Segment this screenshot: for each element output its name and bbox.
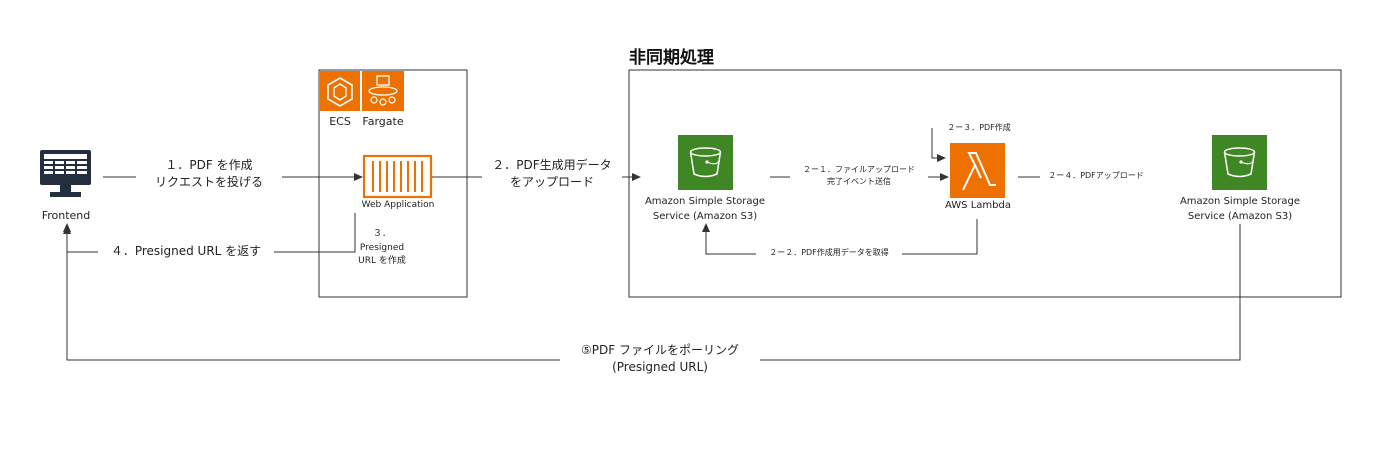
edge-label-step2-3: ２ー３．PDF作成 xyxy=(941,122,1017,134)
edge-label-step2: ２．PDF生成用データ をアップロード xyxy=(482,157,622,192)
edge-label-step3: ３． Presigned URL を作成 xyxy=(356,228,408,269)
ecs-container-box xyxy=(318,69,468,298)
lambda-label: AWS Lambda xyxy=(945,200,1011,211)
s3-bucket-icon xyxy=(1212,135,1267,190)
edge-label-step2-4: ２ー４．PDFアップロード xyxy=(1040,170,1152,182)
monitor-icon xyxy=(40,150,91,197)
container-icon xyxy=(362,154,433,199)
edge-label-step2-1: ２ー１．ファイルアップロード 完了イベント送信 xyxy=(790,164,928,188)
edge-label-step5: ⑤PDF ファイルをポーリング (Presigned URL) xyxy=(560,342,760,377)
s3-bucket-icon xyxy=(678,135,733,190)
ecs-icon xyxy=(320,71,360,111)
edge-label-step1: １．PDF を作成 リクエストを投げる xyxy=(136,157,282,192)
async-processing-box xyxy=(628,69,1342,298)
fargate-icon xyxy=(362,71,404,111)
fargate-label: Fargate xyxy=(362,115,404,128)
async-group-title: 非同期処理 xyxy=(629,48,714,68)
lambda-icon xyxy=(950,143,1005,198)
edge-label-step4: ４．Presigned URL を返す xyxy=(98,243,274,261)
s3-source-label: Amazon Simple Storage Service (Amazon S3… xyxy=(644,196,766,222)
frontend-label: Frontend xyxy=(41,209,91,222)
s3-dest-label: Amazon Simple Storage Service (Amazon S3… xyxy=(1179,196,1301,222)
webapp-label: Web Application xyxy=(361,200,435,210)
edge-step2-3 xyxy=(931,128,946,162)
edge-label-step2-2: ２ー２．PDF作成用データを取得 xyxy=(756,247,902,259)
ecs-label: ECS xyxy=(329,115,351,128)
